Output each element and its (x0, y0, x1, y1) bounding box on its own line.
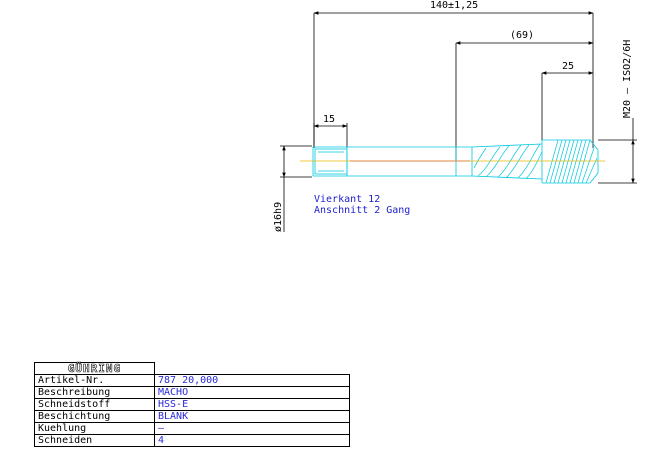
thread-length-text: 25 (562, 61, 574, 72)
tap-tool-outline (312, 139, 599, 184)
note-square: Vierkant 12 (314, 194, 380, 205)
brand-logo: GÜHRING (34, 362, 155, 375)
square-length-text: 15 (323, 114, 335, 125)
note-chamfer: Anschnitt 2 Gang (314, 205, 410, 216)
row-value: 787 20,000 (154, 374, 350, 387)
row-value: MACHO (154, 386, 350, 399)
table-row: Kuehlung – (34, 422, 350, 435)
row-value: BLANK (154, 410, 350, 423)
dimension-shank-diameter: ø16h9 (273, 145, 312, 232)
row-value: – (154, 422, 350, 435)
row-value: HSS-E (154, 398, 350, 411)
dimension-reference-length: (69) (455, 30, 594, 160)
table-row: Beschreibung MACHO (34, 386, 350, 399)
overall-length-text: 140±1,25 (430, 0, 478, 11)
title-block: GÜHRING Artikel-Nr. 787 20,000 Beschreib… (34, 362, 350, 447)
row-value: 4 (154, 434, 350, 447)
dimension-thread-diameter: M20 – ISO2/6H (598, 40, 637, 184)
reference-length-text: (69) (510, 30, 534, 41)
thread-spec-text: M20 – ISO2/6H (622, 40, 633, 118)
dimension-overall-length: 140±1,25 (313, 0, 594, 148)
table-row: Schneidstoff HSS-E (34, 398, 350, 411)
row-label: Artikel-Nr. (34, 374, 155, 387)
table-row: Artikel-Nr. 787 20,000 (34, 374, 350, 387)
dimension-square-length: 15 (313, 114, 348, 148)
title-block-header: GÜHRING (34, 362, 350, 375)
thread-hatching (545, 139, 598, 184)
row-label: Beschreibung (34, 386, 155, 399)
row-label: Schneidstoff (34, 398, 155, 411)
dimension-thread-length: 25 (541, 61, 594, 140)
row-label: Beschichtung (34, 410, 155, 423)
row-label: Kuehlung (34, 422, 155, 435)
shank-diameter-text: ø16h9 (273, 202, 284, 232)
table-row: Schneiden 4 (34, 434, 350, 447)
row-label: Schneiden (34, 434, 155, 447)
table-row: Beschichtung BLANK (34, 410, 350, 423)
